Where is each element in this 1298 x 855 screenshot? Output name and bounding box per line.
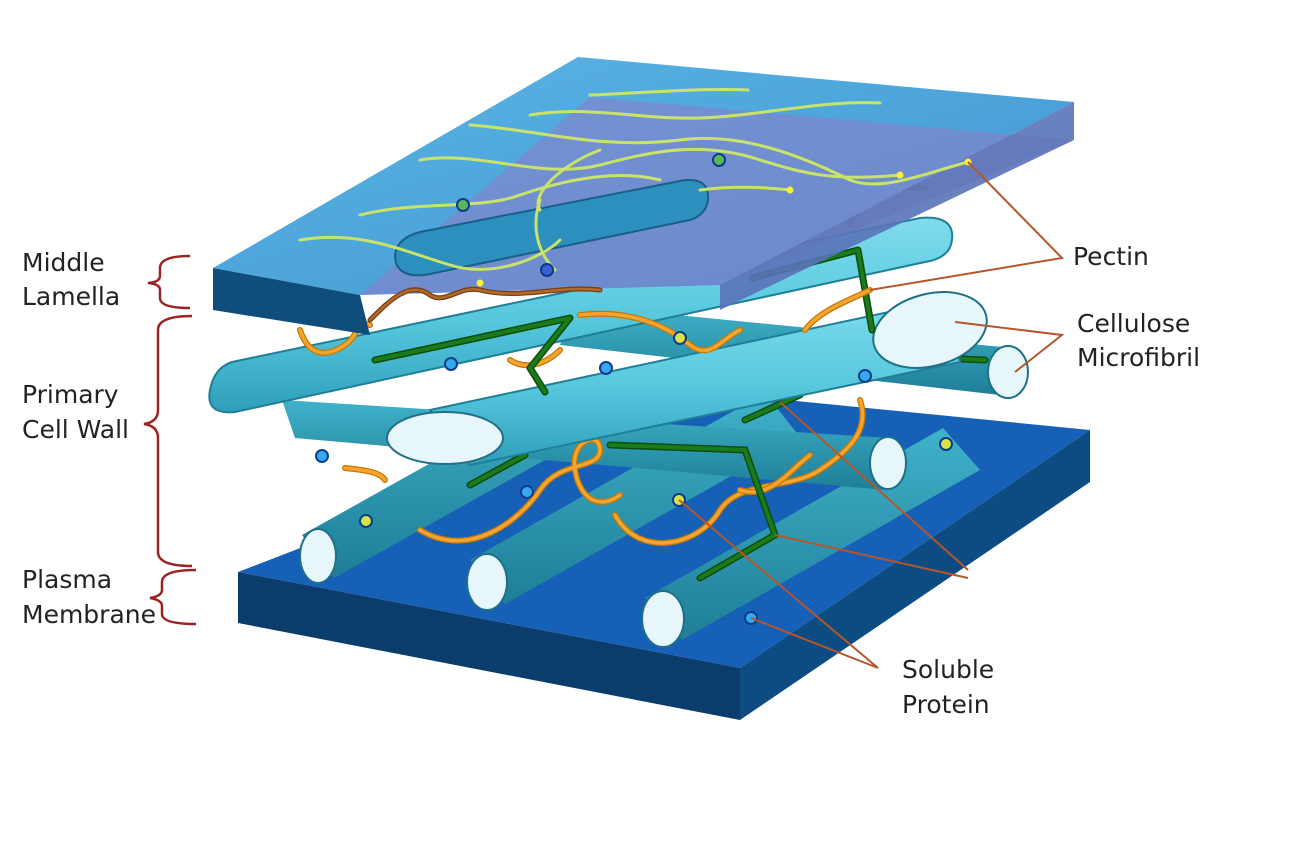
protein-dot (444, 357, 458, 371)
middle-lamella-front-side (213, 268, 370, 335)
protein-dot (858, 369, 872, 383)
protein-leader (678, 499, 879, 669)
protein-dot (315, 449, 329, 463)
protein-dot (712, 153, 726, 167)
pectin-fibers-lamella (298, 88, 972, 323)
middle-lamella-right-side (720, 102, 1074, 310)
brackets (143, 254, 197, 626)
pectin-leader (869, 161, 1065, 291)
protein-dot (599, 361, 613, 375)
middle-lamella-label: Middle Lamella (22, 248, 120, 311)
protein-dot (456, 198, 470, 212)
protein-dot (673, 331, 687, 345)
primary-cell-wall-label: Primary Cell Wall (22, 380, 129, 444)
protein-dot (359, 514, 373, 528)
protein-dot (540, 263, 554, 277)
soluble-protein-label: Soluble Protein (902, 655, 1002, 719)
protein-dot (939, 437, 953, 451)
protein-dot (520, 485, 534, 499)
cellulose-leader (954, 321, 1065, 373)
plasma-membrane-bracket (149, 568, 197, 626)
pectin-lower-leader (774, 534, 969, 579)
hemicellulose-leader (779, 401, 969, 571)
leader-lines (678, 161, 1065, 669)
primary-cell-wall-bracket (143, 314, 193, 568)
cellulose-microfibril-label: Cellulose Microfibril (1077, 309, 1200, 372)
cellulose-microfibril-top-front (386, 291, 988, 467)
labels: Middle Lamella Primary Cell Wall Plasma … (22, 242, 1200, 719)
plasma-membrane-front-side (238, 572, 740, 720)
middle-lamella-bracket (147, 254, 191, 310)
plasma-membrane-label: Plasma Membrane (22, 565, 156, 629)
pectin-label: Pectin (1073, 242, 1149, 271)
